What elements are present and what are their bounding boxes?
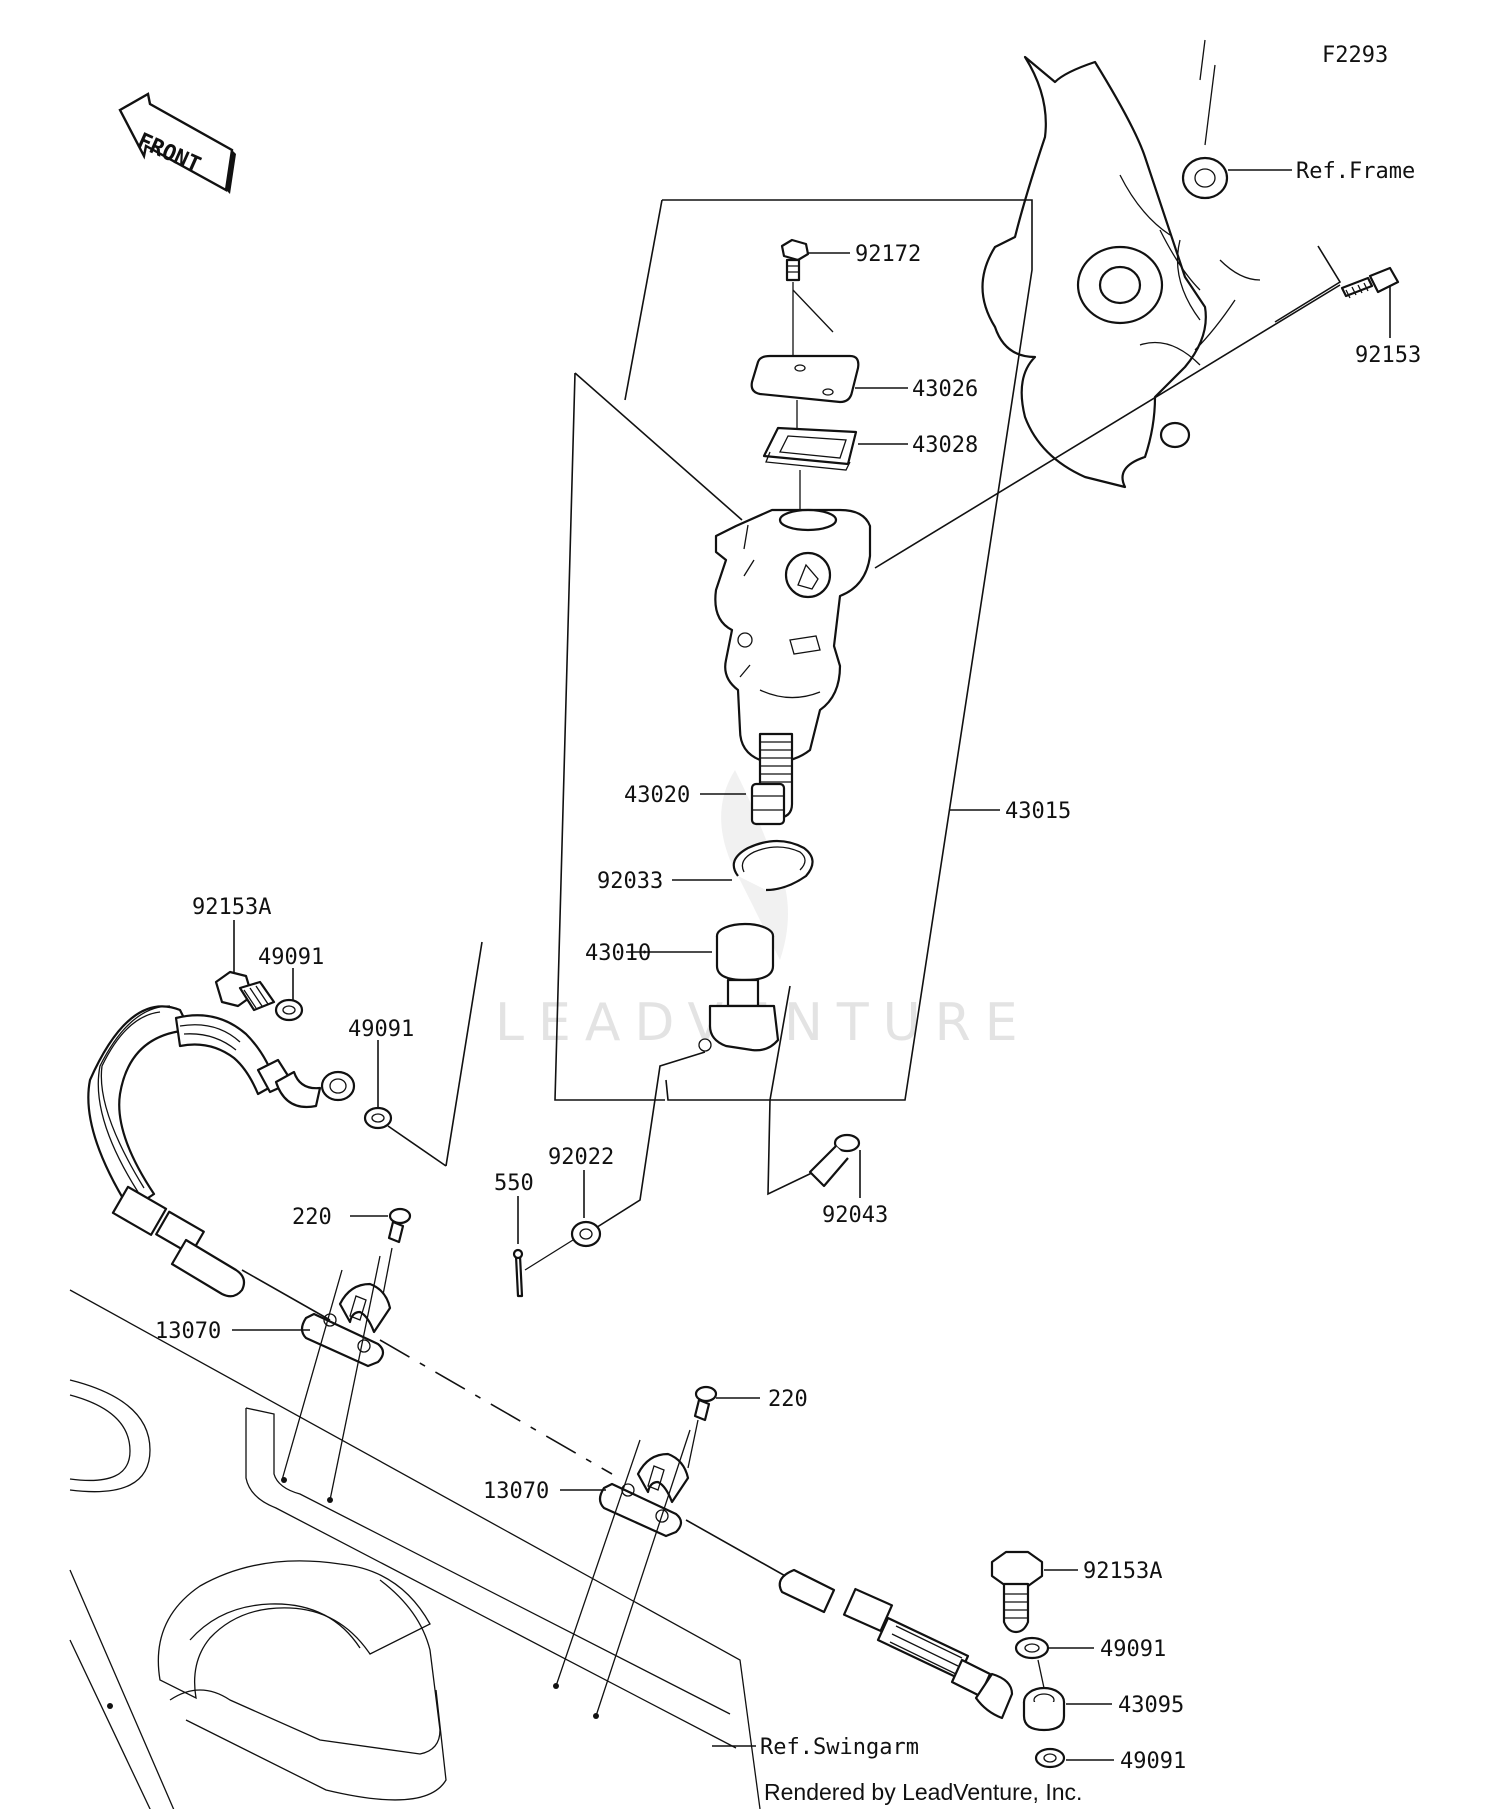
- label-92153a-left: 92153A: [192, 895, 271, 920]
- clamp-13070-b: [598, 1452, 690, 1538]
- label-13070-a: 13070: [155, 1319, 221, 1344]
- washer-92022: [570, 1220, 602, 1248]
- label-49091-left-a: 49091: [258, 945, 324, 970]
- label-49091-right-a: 49091: [1100, 1637, 1166, 1662]
- washer-49091-left-a: [274, 998, 304, 1022]
- label-92153-top: 92153: [1355, 343, 1421, 368]
- clamp-13070-a: [300, 1282, 392, 1368]
- banjo-bolt-92153a-left: [214, 970, 276, 1012]
- reservoir-cap-43026: [750, 354, 860, 404]
- frame-ref-drawing: [981, 39, 1261, 489]
- label-43010: 43010: [585, 941, 651, 966]
- diaphragm-43028: [762, 426, 858, 471]
- label-220-b: 220: [768, 1387, 808, 1412]
- label-550: 550: [494, 1171, 534, 1196]
- label-43015: 43015: [1005, 799, 1071, 824]
- label-49091-right-b: 49091: [1120, 1749, 1186, 1774]
- brake-hose-upper: [87, 1005, 356, 1298]
- label-43095: 43095: [1118, 1693, 1184, 1718]
- screw-220-a: [387, 1207, 412, 1244]
- washer-49091-right-b: [1034, 1747, 1066, 1769]
- label-43020: 43020: [624, 783, 690, 808]
- cotter-pin-550: [512, 1248, 524, 1298]
- ref-swingarm-label: Ref.Swingarm: [760, 1735, 919, 1760]
- ref-frame-label: Ref.Frame: [1296, 159, 1415, 184]
- master-cylinder-body: [714, 508, 872, 763]
- label-43026: 43026: [912, 377, 978, 402]
- screw-220-b: [693, 1385, 718, 1422]
- label-92022: 92022: [548, 1145, 614, 1170]
- rendered-by-credit: Rendered by LeadVenture, Inc.: [764, 1779, 1082, 1805]
- front-arrow-icon: FRONT: [118, 92, 236, 194]
- label-220-a: 220: [292, 1205, 332, 1230]
- banjo-fitting-43095: [1022, 1686, 1066, 1732]
- circlip-92033: [732, 839, 814, 892]
- piston-43020: [750, 732, 794, 826]
- label-92153a-right: 92153A: [1083, 1559, 1162, 1584]
- banjo-bolt-92153a-right: [990, 1550, 1044, 1634]
- pin-92043: [808, 1133, 861, 1188]
- screw-92172: [780, 238, 810, 282]
- label-92172: 92172: [855, 242, 921, 267]
- label-92033: 92033: [597, 869, 663, 894]
- diagram-code: F2293: [1322, 43, 1388, 68]
- label-49091-left-b: 49091: [348, 1017, 414, 1042]
- label-92043: 92043: [822, 1203, 888, 1228]
- washer-49091-left-b: [363, 1106, 393, 1130]
- swingarm-ref-drawing: [69, 1289, 761, 1809]
- label-43028: 43028: [912, 433, 978, 458]
- bolt-92153-top: [1340, 266, 1400, 299]
- washer-49091-right-a: [1014, 1636, 1050, 1660]
- brake-hose-lower: [778, 1568, 1014, 1720]
- label-13070-b: 13070: [483, 1479, 549, 1504]
- pushrod-43010: [698, 922, 780, 1052]
